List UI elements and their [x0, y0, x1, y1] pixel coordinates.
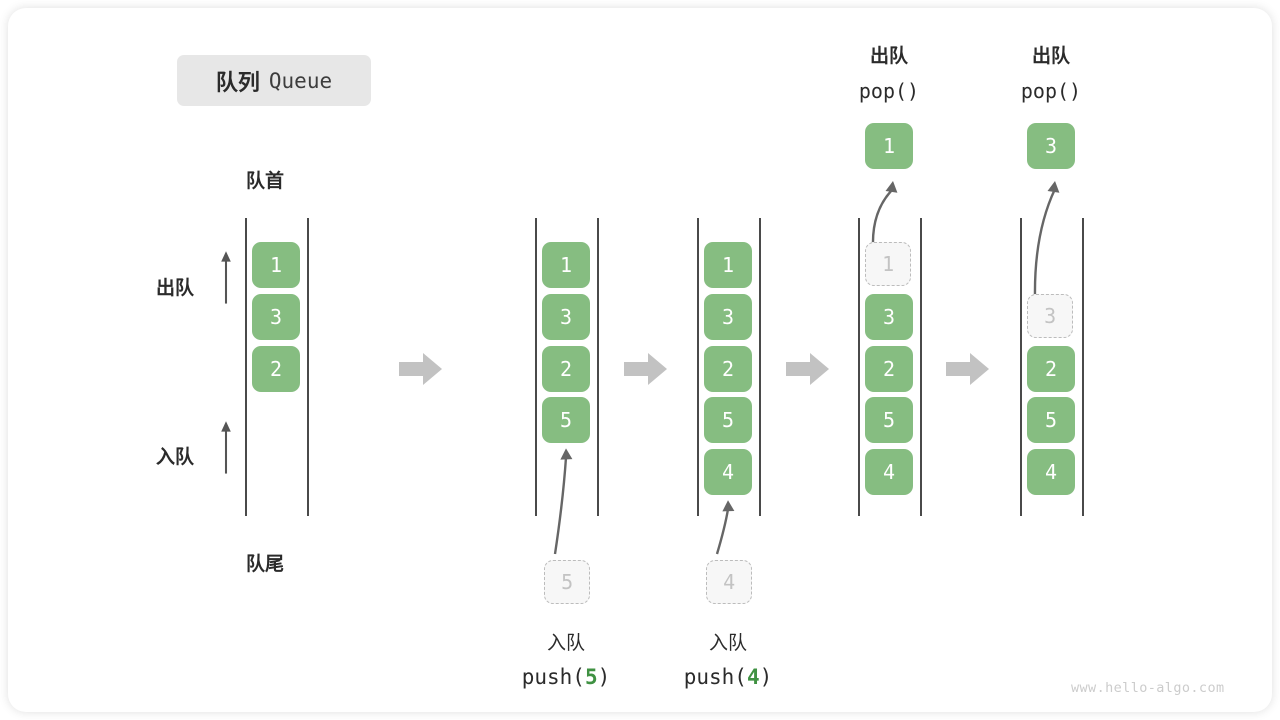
- queue-item: 1: [704, 242, 752, 288]
- queue-item: 2: [1027, 345, 1075, 392]
- rail-right-initial: [307, 218, 309, 516]
- pop-arrow-icon: [1033, 181, 1060, 298]
- queue-item: 1: [542, 242, 590, 288]
- column-header-line2: pop(): [1020, 79, 1082, 103]
- diagram-card: 队列 Queue 队首 队尾 出队 入队 1 3 2 1 3 2 5 5 入队 push(5) 1 3…: [8, 8, 1272, 712]
- popped-box-after-pop-1: 1: [865, 123, 913, 169]
- queue-item: 5: [865, 397, 913, 444]
- push-arrow-icon: [553, 448, 573, 555]
- watermark: www.hello-algo.com: [1071, 680, 1225, 696]
- incoming-ghost-after-push-5: 5: [544, 560, 591, 605]
- queue-item: 3: [865, 293, 913, 340]
- queue-item: 2: [704, 345, 752, 392]
- arrow-right-icon: [399, 353, 442, 385]
- column-caption-line2: push(5): [521, 665, 611, 689]
- column-header-after-pop-1: 出队 pop(): [819, 39, 959, 109]
- ghost-slot-after-pop-3: 3: [1027, 293, 1074, 339]
- column-header-line1: 出队: [1031, 45, 1070, 67]
- rail-right-after-push-4: [759, 218, 761, 516]
- rail-left-after-pop-1: [858, 218, 860, 516]
- arrow-right-icon: [946, 353, 989, 385]
- queue-item: 5: [1027, 397, 1075, 444]
- arrow-right-icon: [786, 353, 829, 385]
- column-caption-after-push-4: 入队 push(4): [648, 626, 808, 694]
- queue-head-label: 队首: [246, 170, 285, 192]
- rail-right-after-pop-1: [920, 218, 922, 516]
- diagram-title-en: Queue: [268, 68, 333, 93]
- queue-item: 5: [704, 397, 752, 444]
- queue-item: 4: [865, 449, 913, 496]
- column-caption-line1: 入队: [546, 632, 585, 654]
- column-caption-line2: push(4): [683, 665, 773, 689]
- queue-item: 4: [704, 449, 752, 496]
- arrow-up-icon: [221, 251, 231, 304]
- rail-left-after-push-4: [697, 218, 699, 516]
- legend-pop-label: 出队: [156, 277, 195, 299]
- queue-item: 2: [252, 345, 300, 392]
- diagram-title-cn: 队列: [215, 70, 260, 96]
- push-arrow-icon: [715, 500, 735, 555]
- column-header-after-pop-3: 出队 pop(): [981, 39, 1121, 109]
- rail-right-after-pop-3: [1082, 218, 1084, 516]
- diagram-title-chip: 队列 Queue: [177, 55, 371, 106]
- incoming-ghost-after-push-4: 4: [706, 560, 753, 605]
- queue-item: 1: [252, 242, 300, 288]
- queue-item: 3: [542, 293, 590, 340]
- rail-left-after-push-5: [535, 218, 537, 516]
- arrow-right-icon: [624, 353, 667, 385]
- legend-push-label: 入队: [156, 446, 195, 468]
- queue-item: 3: [704, 293, 752, 340]
- queue-item: 5: [542, 397, 590, 444]
- column-header-line1: 出队: [869, 45, 908, 67]
- queue-item: 3: [252, 293, 300, 340]
- queue-tail-label: 队尾: [246, 553, 285, 575]
- pop-arrow-icon: [871, 181, 898, 247]
- queue-item: 4: [1027, 449, 1075, 496]
- rail-left-after-pop-3: [1020, 218, 1022, 516]
- column-caption-after-push-5: 入队 push(5): [486, 626, 646, 694]
- column-header-line2: pop(): [858, 79, 920, 103]
- popped-box-after-pop-3: 3: [1027, 123, 1075, 169]
- column-caption-line1: 入队: [708, 632, 747, 654]
- rail-left-initial: [245, 218, 247, 516]
- queue-item: 2: [542, 345, 590, 392]
- ghost-slot-after-pop-1: 1: [865, 242, 912, 287]
- arrow-up-icon: [221, 421, 231, 474]
- queue-item: 2: [865, 345, 913, 392]
- rail-right-after-push-5: [597, 218, 599, 516]
